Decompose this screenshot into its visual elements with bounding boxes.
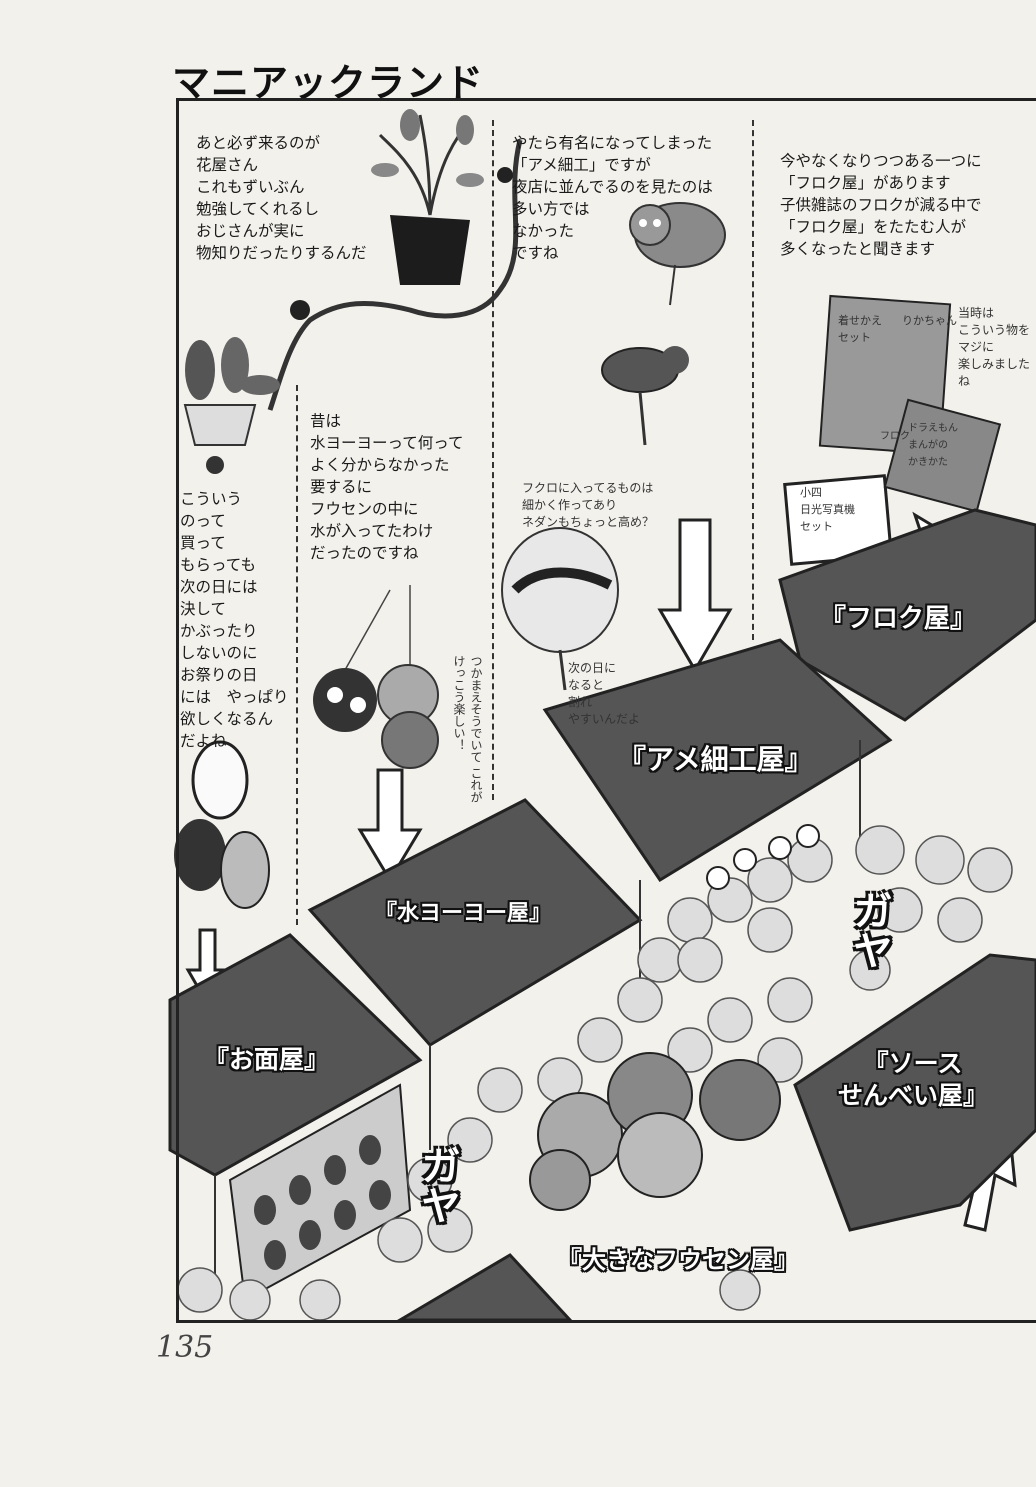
flower-shop-note: あと必ず来るのが 花屋さん これもずいぶん 勉強してくれるし おじさんが実に 物… [196, 134, 367, 262]
page-frame-bottom [176, 1320, 1036, 1323]
stall-sign-big-balloon: 『大きなフウセン屋』 [558, 1246, 798, 1274]
dashed-divider-3 [752, 120, 754, 640]
small-potted-plant [183, 337, 280, 446]
next-day-handwritten: 次の日に なると 割れ やすいんだよ [568, 661, 641, 726]
stall-sign-mizu-yoyo: 『水ヨーヨー屋』 [375, 901, 552, 926]
candy-sticks-drawing [706, 824, 820, 890]
stall-tents [168, 508, 1036, 1322]
sfx-gaya-2: ガヤ [414, 1145, 460, 1225]
water-yoyo-drawing [313, 585, 439, 769]
sfx-gaya-1: ガヤ [846, 890, 892, 970]
stall-sign-omen: 『お面屋』 [204, 1045, 330, 1074]
dragon-candy-bag [501, 527, 619, 691]
big-balloons-drawing [529, 1052, 781, 1211]
stall-sign-ame-saiku: 『アメ細工屋』 [618, 743, 813, 776]
fukuro-handwritten: フクロに入ってるものは 細かく作ってあり ネダンもちょっと高め？ [522, 481, 655, 529]
flower-pot-drawing [371, 109, 484, 285]
mask-drawings [174, 740, 270, 909]
cat-candy-drawing [629, 202, 726, 306]
tsukamaeru-handwritten: つかまえそうでいて これがけっこう楽しい！ [452, 655, 483, 803]
water-yoyo-note: 昔は 水ヨーヨーって何って よく分からなかった 要するに フウセンの中に 水が入… [310, 412, 464, 562]
stall-sign-furoku: 『フロク屋』 [820, 604, 977, 634]
title-underline [176, 98, 1036, 101]
page-frame-left [176, 98, 179, 1323]
kisekae-label: 着せかえ セット [838, 314, 882, 344]
candy-craft-note: やたら有名になってしまった 「アメ細工」ですが 夜店に並んでるのを見たのは 多い… [512, 134, 713, 262]
dashed-divider-1 [296, 385, 298, 925]
touji-handwritten: 当時は こういう物を マジに 楽しみましたね [958, 306, 1031, 388]
flower-vine-drawing [267, 139, 523, 411]
camera-set-label: 小四 日光写真機 セット [800, 486, 855, 533]
furoku-note: 今やなくなりつつある一つに 「フロク屋」があります 子供雑誌のフロクが減る中で … [780, 152, 982, 258]
mask-display-board [228, 1083, 412, 1302]
crowd-heads [177, 825, 1013, 1321]
bird-candy-drawing [601, 346, 689, 446]
furoku-box-label: フロク [880, 431, 910, 442]
page-title: マニアックランド [172, 61, 485, 105]
page-number: 135 [156, 1330, 214, 1365]
manga-book-label: ドラえもん まんがの かきかた [908, 423, 958, 468]
stall-sign-sauce-senbei: 『ソース せんべい屋』 [838, 1049, 989, 1110]
mask-note: こういう のって 買って もらっても 次の日には 決して かぶったり しないのに… [180, 490, 289, 750]
rika-label: りかちゃん [902, 314, 957, 327]
furoku-items-drawing [783, 294, 1002, 566]
dashed-divider-2 [492, 120, 494, 800]
